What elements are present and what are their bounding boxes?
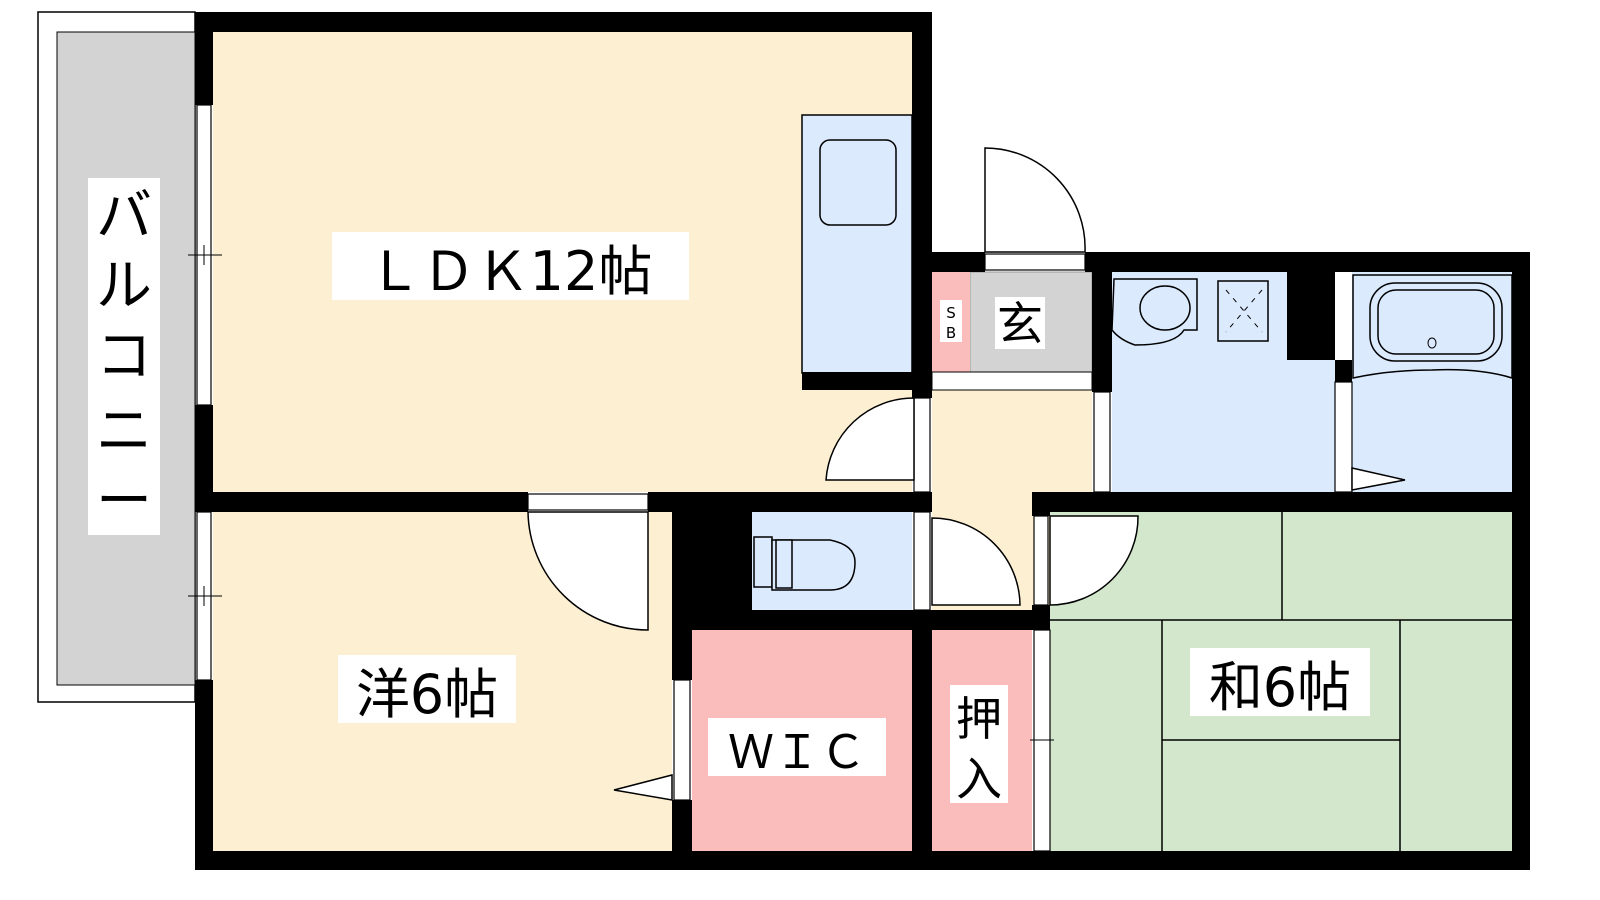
wic-label-bg [708, 718, 886, 776]
japanese-room-label: 和6帖 [1209, 656, 1351, 719]
bathtub-drain [1427, 337, 1437, 349]
bathtub-basin [1377, 289, 1495, 355]
kitchen-sink [819, 139, 897, 226]
shoebox-label-1: S [946, 304, 956, 322]
shoebox-label-bg [940, 300, 962, 342]
wall [802, 372, 912, 390]
ldk-label-bg [332, 232, 689, 300]
wash-basin [1111, 278, 1198, 346]
shoebox-label-2: B [946, 324, 956, 342]
western-room-label: 洋6帖 [356, 663, 498, 726]
closet-label-bg [950, 685, 1008, 803]
balcony-char: バ [96, 184, 152, 249]
window-marks [188, 245, 1054, 741]
washing-machine-mark [1225, 289, 1263, 333]
closet-label-2: 入 [956, 752, 1002, 806]
western-label-bg [338, 655, 516, 723]
balcony-label-bg [88, 178, 160, 535]
balcony-char: ル [96, 254, 152, 319]
bathtub-inner [1369, 282, 1503, 362]
windows [196, 104, 1353, 852]
toilet [753, 536, 856, 591]
japanese-label-bg [1190, 648, 1370, 716]
bathtub [1352, 274, 1513, 380]
balcony-char: コ [96, 324, 152, 389]
balcony-label: バ ル コ ニ ー [96, 184, 152, 534]
balcony-char: ニ [96, 399, 152, 464]
tatami-lines [1050, 512, 1512, 851]
wic-label: ＷＩＣ [728, 725, 866, 779]
entrance-label-bg [995, 297, 1045, 349]
entrance-label: 玄 [997, 297, 1043, 351]
balcony-char: ー [96, 469, 152, 534]
wall [1287, 272, 1335, 360]
walls [195, 12, 1530, 870]
closet-label-1: 押 [956, 692, 1002, 746]
ldk-label: ＬＤＫ12帖 [368, 240, 653, 303]
entrance-step [931, 371, 1093, 391]
washing-machine-space [1217, 280, 1269, 342]
doors [527, 147, 1406, 801]
